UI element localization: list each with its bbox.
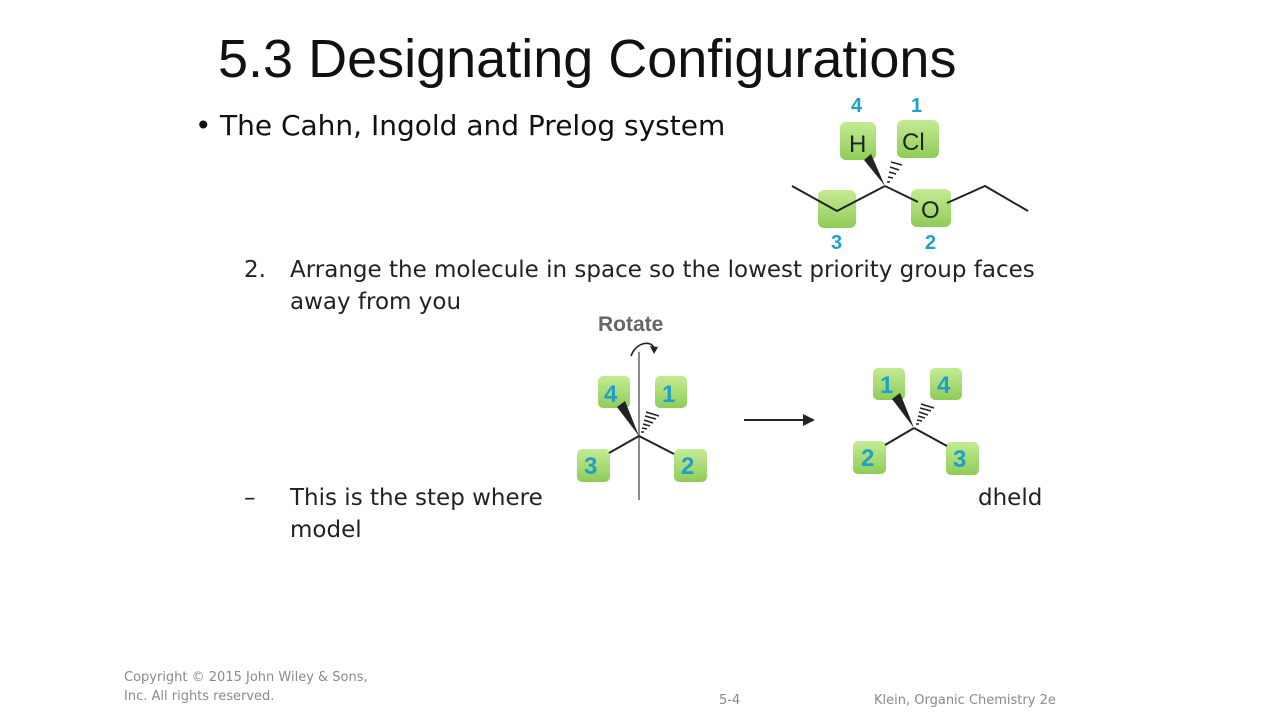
before-box-3 <box>577 449 610 482</box>
rotate-arrow-icon <box>630 342 655 357</box>
rotation-before: Rotate 4 1 3 2 <box>577 313 707 500</box>
rotate-arrowhead-icon <box>650 346 658 354</box>
priority-box-o <box>911 189 951 227</box>
rotate-label: Rotate <box>598 313 663 336</box>
after-bond-2 <box>884 427 915 446</box>
sub-point-dash: – <box>244 485 256 511</box>
sub-point-text-fragment: dheld <box>978 485 1043 511</box>
after-wedge-bond <box>892 393 914 428</box>
bullet-dot: • <box>195 109 212 142</box>
after-box-1 <box>873 368 905 400</box>
before-label-4: 4 <box>604 381 618 408</box>
step-number: 2. <box>244 257 266 283</box>
after-bond-3 <box>913 427 948 447</box>
slide-title: 5.3 Designating Configurations <box>218 29 957 89</box>
before-label-3: 3 <box>584 453 597 480</box>
source-citation: Klein, Organic Chemistry 2e <box>874 693 1056 708</box>
carbon-chain-left <box>791 185 886 213</box>
c-o-bond <box>884 185 919 203</box>
after-label-4: 4 <box>937 372 951 399</box>
after-box-4 <box>930 368 962 400</box>
bullet-text: The Cahn, Ingold and Prelog system <box>220 109 726 142</box>
before-label-2: 2 <box>681 453 694 480</box>
priority-box-cl <box>897 120 939 158</box>
sub-point-text-line2: model <box>290 517 362 543</box>
after-label-2: 2 <box>861 445 874 472</box>
step-two: 2. Arrange the molecule in space so the … <box>244 254 1064 324</box>
priority-box-group-3 <box>818 190 856 228</box>
after-label-1: 1 <box>880 372 893 399</box>
after-hash-bond <box>916 403 935 425</box>
before-bond-3 <box>608 435 640 454</box>
after-box-3 <box>946 442 979 475</box>
cip-molecule: H Cl O 4 1 3 2 <box>791 95 1029 254</box>
atom-o: O <box>921 197 940 224</box>
priority-label-4: 4 <box>851 95 863 117</box>
rotation-after: 1 4 2 3 <box>853 368 979 475</box>
priority-box-h <box>840 122 876 160</box>
priority-label-3: 3 <box>831 232 842 254</box>
before-bond-2 <box>638 435 675 455</box>
sub-point: – This is the step where dheld model <box>244 482 1064 552</box>
before-box-1 <box>655 376 687 408</box>
before-box-4 <box>598 376 630 408</box>
wedge-bond-h <box>864 154 885 186</box>
page-number: 5-4 <box>719 693 741 708</box>
hash-bond-cl <box>887 161 903 183</box>
priority-label-2: 2 <box>925 232 936 254</box>
before-box-2 <box>674 449 707 482</box>
before-hash-bond <box>641 411 660 433</box>
after-box-2 <box>853 441 886 474</box>
after-label-3: 3 <box>953 446 966 473</box>
o-ethyl-bond <box>946 184 1029 212</box>
before-wedge-bond <box>617 401 639 436</box>
step-text: Arrange the molecule in space so the low… <box>290 257 1035 315</box>
copyright: Copyright © 2015 John Wiley & Sons, Inc.… <box>124 668 368 706</box>
copyright-line-2: Inc. All rights reserved. <box>124 689 275 704</box>
priority-label-1: 1 <box>911 95 922 117</box>
sub-point-text-line1: This is the step where <box>290 485 543 511</box>
transform-arrow-icon <box>744 414 815 426</box>
copyright-line-1: Copyright © 2015 John Wiley & Sons, <box>124 670 368 685</box>
atom-cl: Cl <box>902 129 925 156</box>
before-label-1: 1 <box>662 381 675 408</box>
atom-h: H <box>849 131 866 158</box>
